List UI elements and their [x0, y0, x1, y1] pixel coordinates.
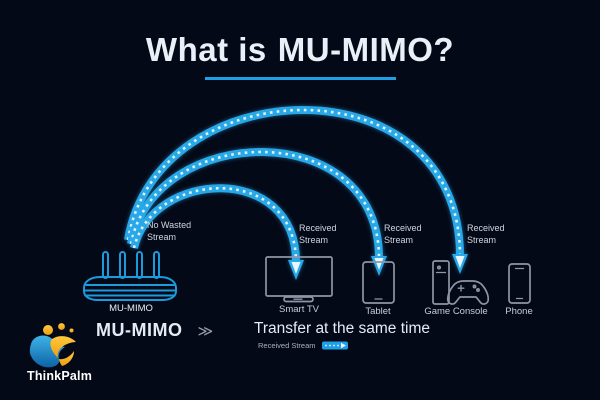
- tablet-label: Tablet: [365, 306, 391, 317]
- stream-legend-swatch-icon: [321, 341, 348, 350]
- brand-name: ThinkPalm: [27, 369, 93, 383]
- thinkpalm-logo-icon: [29, 323, 76, 368]
- stream-legend-label: Received Stream: [258, 341, 316, 350]
- received-stream-label-smart-tv: Received Stream: [299, 223, 337, 245]
- title-underline: [205, 77, 396, 80]
- title-prefix: What is: [145, 31, 267, 68]
- router-name-label: MU-MIMO: [109, 303, 153, 314]
- footer-mu-mimo-label: MU-MIMO: [96, 320, 183, 340]
- title-highlight: MU-MIMO?: [277, 31, 455, 68]
- stream-arc-game-console: [124, 106, 468, 274]
- page-title: What is MU-MIMO?: [0, 31, 600, 69]
- received-stream-label-game-console: Received Stream: [467, 223, 505, 245]
- smart-tv-icon: [265, 256, 333, 303]
- game-console-icon: [432, 260, 490, 305]
- stream-legend: Received Stream: [258, 341, 348, 350]
- received-stream-label-tablet: Received Stream: [384, 223, 422, 245]
- game-console-label: Game Console: [424, 306, 488, 317]
- phone-icon: [508, 263, 531, 304]
- no-wasted-stream-label: No Wasted Stream: [147, 220, 192, 242]
- phone-label: Phone: [505, 306, 533, 317]
- footer-tagline: Transfer at the same time: [254, 320, 431, 337]
- tablet-icon: [362, 261, 395, 304]
- stream-arc-smart-tv: [130, 184, 304, 280]
- footer-mu-mimo-row: MU-MIMO ≫: [96, 320, 213, 341]
- stream-arc-tablet: [127, 148, 387, 276]
- router-icon: [83, 251, 177, 301]
- double-chevron-icon: ≫: [197, 322, 214, 340]
- device-icons: [265, 256, 531, 305]
- smart-tv-label: Smart TV: [279, 304, 319, 315]
- stream-arcs: [124, 106, 468, 280]
